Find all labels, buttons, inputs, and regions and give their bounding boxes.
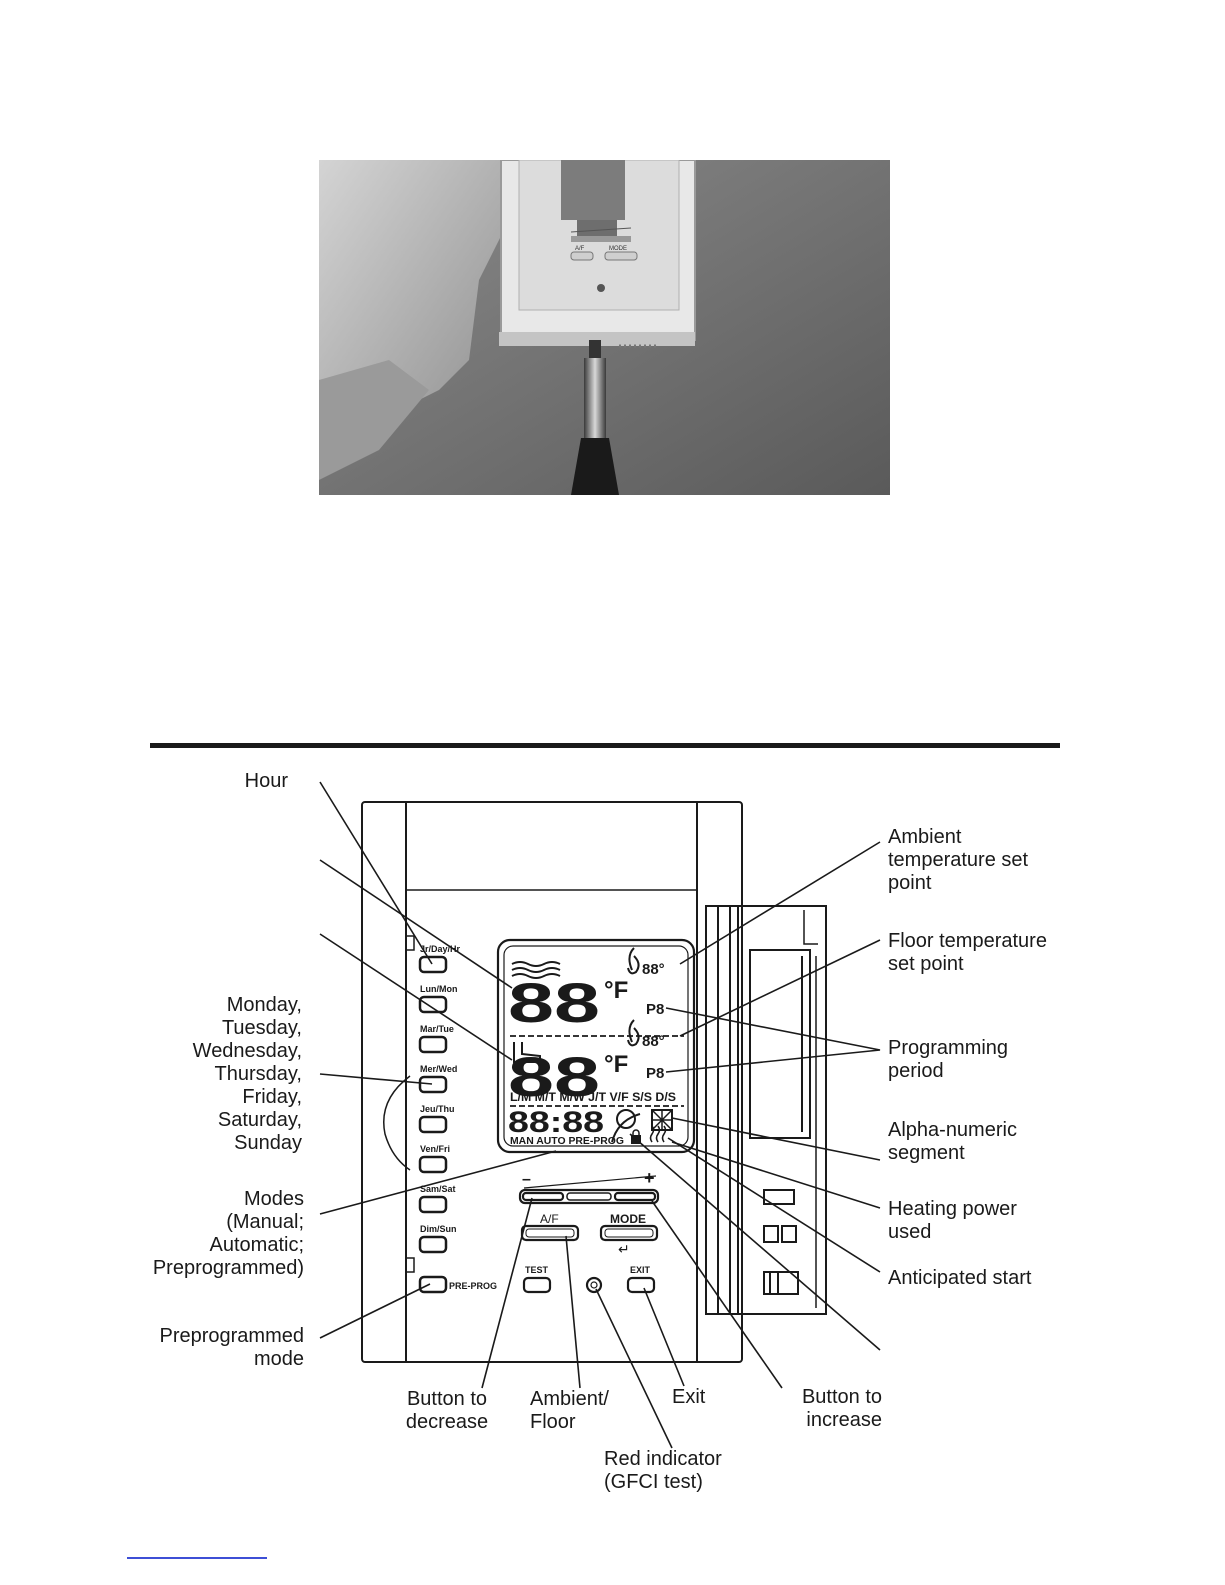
enter-arrow-icon: ↵ [618,1241,630,1257]
increase-button[interactable] [613,1191,657,1202]
label-anticipated-start: Anticipated start [888,1267,1032,1289]
foot-icon [513,1042,541,1063]
lcd-days-row: L/M M/T M/W J/T V/F S/S D/S [510,1090,676,1104]
leaf-icon [611,1109,641,1143]
label-sam-sat: Sam/Sat [420,1184,456,1194]
mode-button[interactable] [599,1224,659,1242]
label-dim-sun: Dim/Sun [420,1224,457,1234]
label-test: TEST [525,1265,549,1275]
leader-decrease [481,1197,533,1389]
decrease-button[interactable] [521,1191,565,1202]
lcd-ambient-digits: 88 [508,971,600,1034]
leader-anticipated-start [667,1137,881,1273]
leader-increase [651,1200,783,1389]
label-ambient-setpoint: Ambient temperature set point [888,826,1029,894]
label-hour: Hour [244,770,288,792]
plus-icon: + [644,1168,655,1188]
day-button-mer[interactable] [418,1075,448,1094]
photo-af-label: A/F [575,246,585,252]
thermostat-photo: A/F MODE [499,160,696,348]
label-floor-setpoint: Floor temperature set point [888,930,1047,975]
test-button[interactable] [522,1276,552,1294]
leader-lines [319,781,881,1449]
day-button-mar[interactable] [418,1035,448,1054]
label-jr-day-hr: Jr/Day/Hr [420,944,461,954]
ambient-wave-icon [511,961,561,967]
label-programming-period: Programming period [888,1037,1009,1082]
leader-preprog [319,1283,431,1339]
exit-button[interactable] [626,1276,656,1294]
label-preprogrammed-mode: Preprogrammed mode [159,1325,304,1370]
section-divider [150,743,1060,748]
leader-lock [629,1133,881,1351]
label-modes: Modes (Manual; Automatic; Preprogrammed) [152,1188,304,1279]
heating-power-icon [649,1125,667,1143]
installation-photo: A/F MODE [319,160,890,495]
leader-heating-power [671,1141,881,1209]
label-exit: EXIT [630,1265,651,1275]
day-button-lun[interactable] [418,995,448,1014]
leader-ambient-setpoint [679,841,881,965]
label-af: A/F [540,1212,559,1226]
label-jeu-thu: Jeu/Thu [420,1104,455,1114]
label-red-indicator: Red indicator (GFCI test) [604,1448,722,1493]
day-button-jeu[interactable] [418,1115,448,1134]
leader-modes [319,1150,557,1215]
leader-hour [319,781,433,965]
lcd-ambient-setpoint: 88° [642,961,665,978]
lcd-period-1: P8 [646,1001,664,1018]
lcd-clock: 88:88 [508,1106,604,1139]
day-button-jr[interactable] [418,955,448,974]
lcd-modes-row: MAN AUTO PRE-PROG [510,1136,624,1147]
label-mode: MODE [610,1212,646,1226]
day-button-sam[interactable] [418,1195,448,1214]
label-mar-tue: Mar/Tue [420,1024,454,1034]
day-buttons [418,955,448,1294]
leader-alpha-segment [671,1117,881,1161]
leader-days [319,1073,433,1085]
leader-ambient-digits [319,859,513,989]
lcd-floor-setpoint: 88° [642,1033,665,1050]
leader-exit [643,1287,685,1387]
label-ambient-floor: Ambient/ Floor [530,1388,609,1433]
side-cover [705,905,827,1315]
red-indicator [585,1276,603,1294]
thermostat-diagram: 88 °F 88 °F 88° 88° P8 P8 L/M M/T M/W J/… [319,781,881,1449]
hand-icon [627,947,640,975]
label-button-increase: Button to increase [801,1386,882,1431]
device-body [361,801,743,1363]
sleeve [319,360,429,480]
minus-icon: – [522,1171,531,1188]
lcd-floor-unit: °F [604,1051,628,1078]
label-preprog: PRE-PROG [449,1281,497,1291]
lcd-period-2: P8 [646,1065,664,1082]
label-exit-callout: Exit [672,1386,706,1408]
screwdriver [571,340,619,495]
label-ven-fri: Ven/Fri [420,1144,450,1154]
leader-floor-setpoint [679,939,881,1037]
preprog-button[interactable] [418,1275,448,1294]
footer-link-underline[interactable] [127,1557,267,1559]
leader-programming-period [665,1007,881,1073]
label-lun-mon: Lun/Mon [420,984,458,994]
adjust-bar [518,1175,660,1205]
label-mer-wed: Mer/Wed [420,1064,457,1074]
af-button[interactable] [520,1224,580,1242]
lcd-ambient-unit: °F [604,977,628,1004]
label-alpha-segment: Alpha-numeric segment [888,1119,1017,1164]
leader-floor-digits [319,933,513,1061]
leader-ambient-floor [565,1235,581,1389]
label-days-english: Monday, Tuesday, Wednesday, Thursday, Fr… [192,994,302,1154]
label-heating-power: Heating power used [888,1198,1017,1243]
lcd-window [496,938,696,1154]
alpha-segment-icon [651,1109,673,1131]
day-button-dim[interactable] [418,1235,448,1254]
leader-red-indicator [595,1288,673,1449]
lcd-floor-digits: 88 [508,1045,600,1108]
hand-icon-2 [627,1019,640,1047]
day-button-ven[interactable] [418,1155,448,1174]
photo-mode-label: MODE [609,246,627,252]
hinge-arc [383,1075,411,1171]
label-button-decrease: Button to decrease [405,1388,489,1433]
